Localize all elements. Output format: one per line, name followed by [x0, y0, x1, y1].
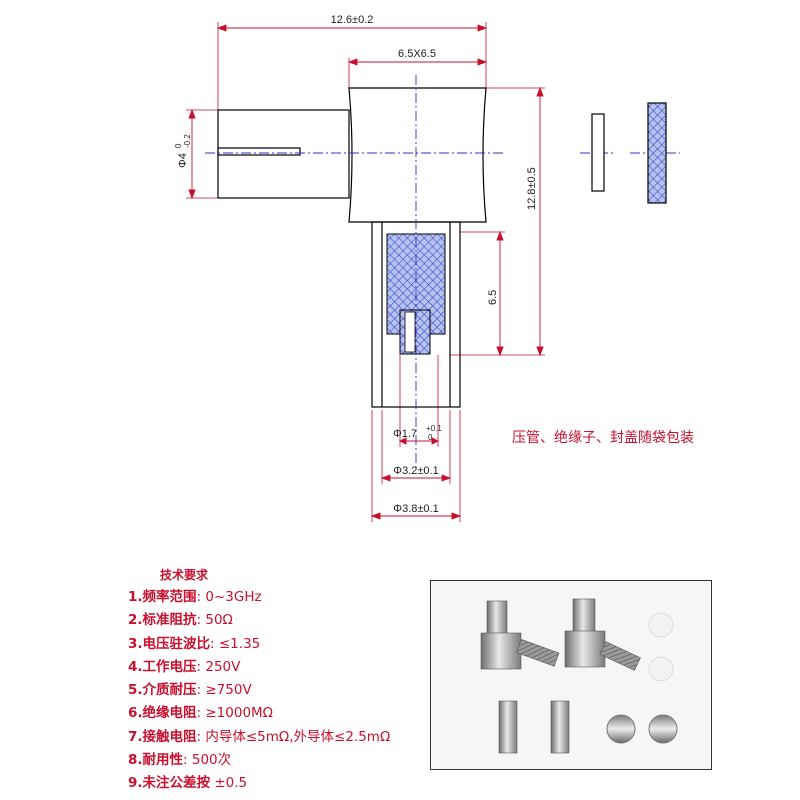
dim-pin-diameter: Φ4 0 -0.2 [174, 134, 192, 168]
dim-sleeve-length: 6.5 [487, 290, 499, 305]
spec-item: 6.绝缘电阻: ≥1000MΩ [128, 705, 274, 722]
dim-overall-length: 12.6±0.2 [331, 14, 374, 26]
spec-item: 9.未注公差按 ±0.5 [128, 775, 248, 792]
svg-text:-0.2: -0.2 [183, 134, 192, 148]
specs-title: 技术要求 [160, 568, 209, 582]
svg-text:Φ1.7: Φ1.7 [393, 428, 417, 440]
extension-lines [186, 22, 545, 522]
svg-text:0: 0 [428, 433, 433, 442]
spec-item: 2.标准阻抗: 50Ω [128, 612, 233, 629]
spec-item: 7.接触电阻: 内导体≤5mΩ,外导体≤2.5mΩ [128, 728, 391, 745]
crimp-tube-photo [498, 700, 518, 754]
spec-item: 1.频率范围: 0~3GHz [128, 589, 262, 605]
insulator-photo [648, 656, 674, 682]
product-photo-art [480, 598, 678, 754]
insulator-photo [648, 612, 674, 638]
dim-height: 12.8±0.5 [526, 167, 538, 210]
spec-item: 5.介质耐压: ≥750V [128, 682, 252, 699]
dimension-lines [188, 24, 544, 520]
svg-text:Φ4: Φ4 [177, 153, 189, 168]
dim-mid-diameter: Φ3.2±0.1 [393, 465, 438, 477]
svg-text:0: 0 [174, 143, 183, 148]
insulator-side [647, 102, 667, 204]
svg-text:+0.1: +0.1 [426, 424, 442, 433]
main-body [348, 87, 487, 223]
dim-body-size: 6.5X6.5 [398, 48, 436, 60]
dim-outer-diameter: Φ3.8±0.1 [393, 503, 438, 515]
spec-item: 4.工作电压: 250V [128, 658, 241, 675]
cap-side [591, 113, 605, 192]
specs-list: 1.频率范围: 0~3GHz 2.标准阻抗: 50Ω 3.电压驻波比: ≤1.3… [128, 586, 390, 796]
dim-inner-diameter: Φ1.7 +0.1 0 [393, 424, 442, 442]
cap-photo [606, 714, 636, 744]
packaging-note: 压管、绝缘子、封盖随袋包装 [512, 430, 694, 446]
connector-photo-2 [564, 598, 641, 671]
product-photo [430, 580, 712, 770]
technical-drawing: 12.6±0.2 6.5X6.5 12.8±0.5 6.5 Φ4 0 -0.2 … [174, 14, 680, 522]
crimp-tube-photo [550, 700, 570, 754]
spec-item: 3.电压驻波比: ≤1.35 [128, 635, 261, 652]
connector-outline [217, 87, 487, 408]
connector-photo-1 [480, 600, 560, 670]
cap-photo [648, 714, 678, 744]
spec-item: 8.耐用性: 500次 [128, 752, 232, 769]
side-parts [591, 102, 667, 204]
